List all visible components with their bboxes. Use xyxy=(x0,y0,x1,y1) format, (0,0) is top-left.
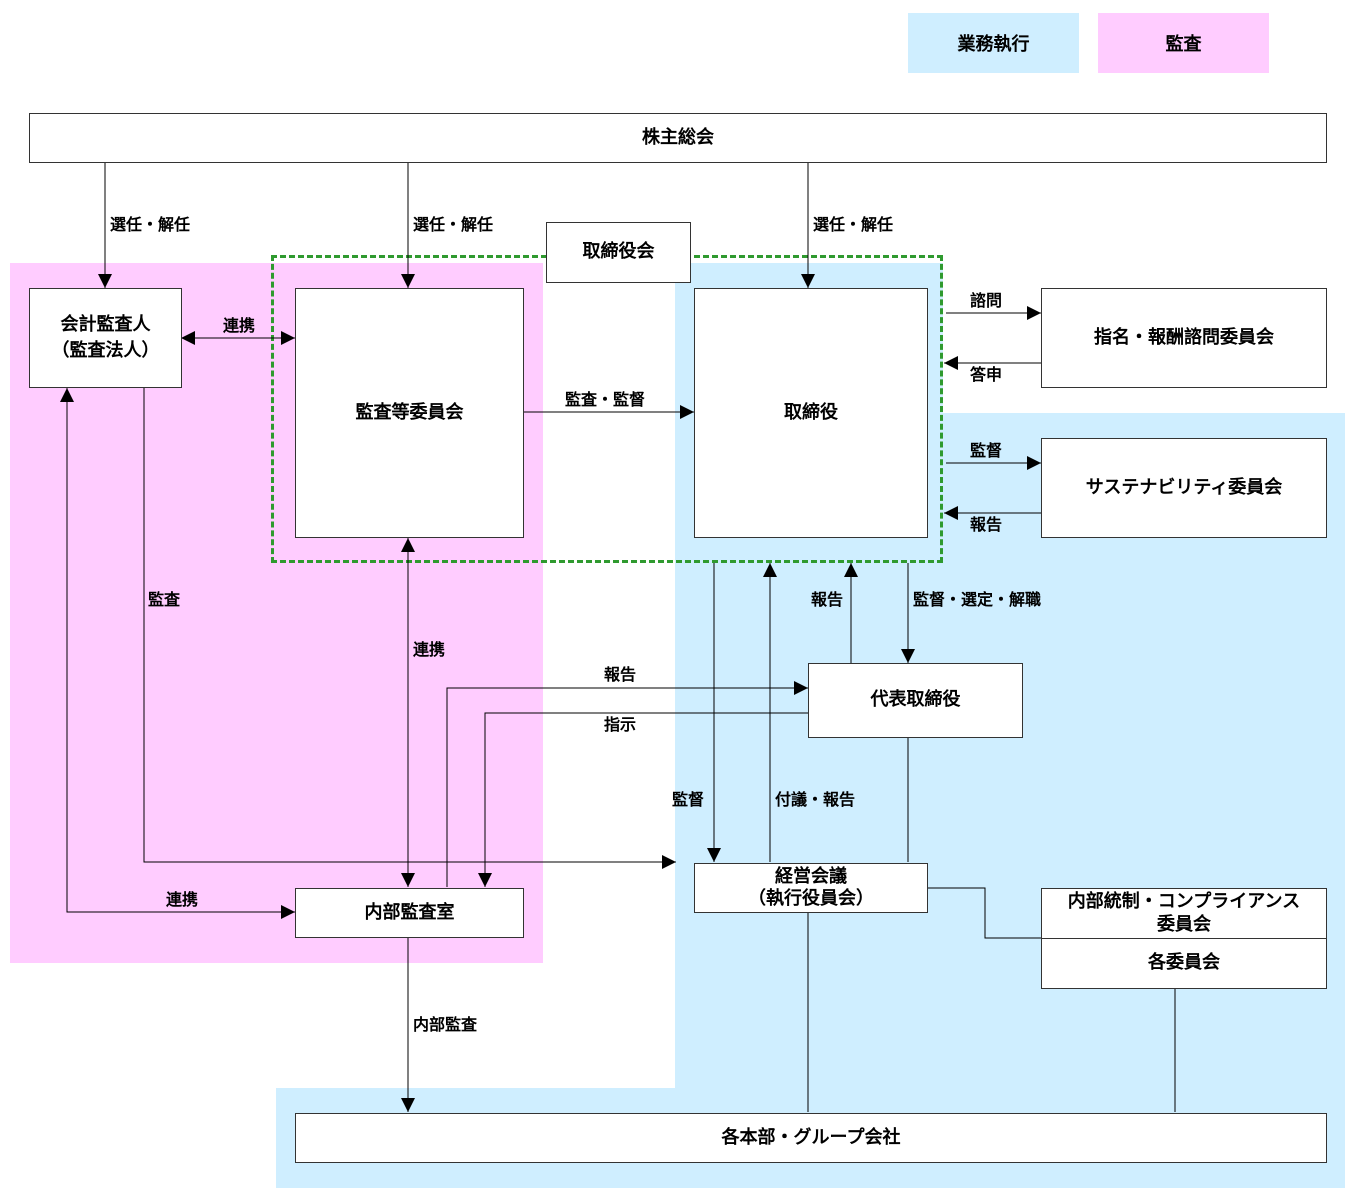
label-inquiry: 諮問 xyxy=(970,291,1003,310)
label-report-to-board: 報告 xyxy=(811,590,844,609)
internal-audit-office-box: 内部監査室 xyxy=(295,888,524,938)
internal-audit-office-label: 内部監査室 xyxy=(364,901,455,923)
board-meeting-label: 取締役会 xyxy=(582,241,655,263)
sustainability-committee-label: サステナビリティ委員会 xyxy=(1085,476,1283,498)
directors-box: 取締役 xyxy=(694,288,928,538)
compliance-committee-sublabel: 委員会 xyxy=(1157,913,1211,935)
nomination-committee-label: 指名・報酬諮問委員会 xyxy=(1094,326,1274,348)
label-propose-report: 付議・報告 xyxy=(775,790,856,809)
edge-instruct xyxy=(478,712,808,887)
directors-label: 取締役 xyxy=(784,401,838,423)
divisions-box: 各本部・グループ会社 xyxy=(295,1113,1327,1163)
label-elect-auditor: 選任・解任 xyxy=(110,215,191,234)
compliance-committee-label: 内部統制・コンプライアンス xyxy=(1067,891,1301,912)
board-meeting-box: 取締役会 xyxy=(546,222,691,283)
management-meeting-sublabel: （執行役員会） xyxy=(748,888,874,909)
legend-execution-label: 業務執行 xyxy=(957,34,1030,55)
edge-management-committees xyxy=(927,887,1041,939)
representative-director-label: 代表取締役 xyxy=(870,689,961,711)
label-report-sustainability: 報告 xyxy=(970,515,1003,534)
shareholders-meeting-box: 株主総会 xyxy=(29,113,1327,163)
label-report-back: 答申 xyxy=(970,365,1003,384)
label-cooperation-internal-audit: 連携 xyxy=(166,890,199,909)
accounting-auditor-sublabel: （監査法人） xyxy=(51,340,160,361)
label-audit: 監査 xyxy=(148,590,181,609)
committees-label: 各委員会 xyxy=(1148,952,1220,974)
management-meeting-label: 経営会議 xyxy=(775,865,847,887)
legend-execution: 業務執行 xyxy=(908,13,1079,73)
audit-committee-box: 監査等委員会 xyxy=(295,288,524,538)
edge-report-to-representative xyxy=(446,681,808,887)
audit-committee-label: 監査等委員会 xyxy=(355,401,464,423)
sustainability-committee-box: サステナビリティ委員会 xyxy=(1041,438,1327,538)
legend-audit-label: 監査 xyxy=(1165,34,1202,55)
label-elect-audit-committee: 選任・解任 xyxy=(413,215,494,234)
divisions-label: 各本部・グループ会社 xyxy=(721,1126,901,1148)
label-audit-supervise: 監査・監督 xyxy=(565,390,646,409)
label-cooperation-committee: 連携 xyxy=(413,640,446,659)
label-internal-audit: 内部監査 xyxy=(413,1015,478,1034)
compliance-committee-box: 内部統制・コンプライアンス 委員会 xyxy=(1041,888,1327,939)
label-supervise-management: 監督 xyxy=(672,790,705,809)
nomination-committee-box: 指名・報酬諮問委員会 xyxy=(1041,288,1327,388)
accounting-auditor-box: 会計監査人 （監査法人） xyxy=(29,288,182,388)
execution-region-main xyxy=(675,413,1345,1188)
committees-box: 各委員会 xyxy=(1041,938,1327,989)
edge-cooperation-internal-audit xyxy=(60,388,295,919)
label-supervise-select-dismiss: 監督・選定・解職 xyxy=(913,590,1042,609)
label-report-to-representative: 報告 xyxy=(604,665,637,684)
management-meeting-box: 経営会議 （執行役員会） xyxy=(694,863,928,913)
shareholders-meeting-label: 株主総会 xyxy=(642,126,714,148)
accounting-auditor-label: 会計監査人 xyxy=(60,313,151,335)
label-cooperation-auditor: 連携 xyxy=(223,316,256,335)
legend-audit: 監査 xyxy=(1098,13,1269,73)
label-elect-directors: 選任・解任 xyxy=(813,215,894,234)
label-supervise-sustainability: 監督 xyxy=(970,441,1003,460)
label-instruct: 指示 xyxy=(604,715,637,734)
representative-director-box: 代表取締役 xyxy=(808,663,1023,738)
